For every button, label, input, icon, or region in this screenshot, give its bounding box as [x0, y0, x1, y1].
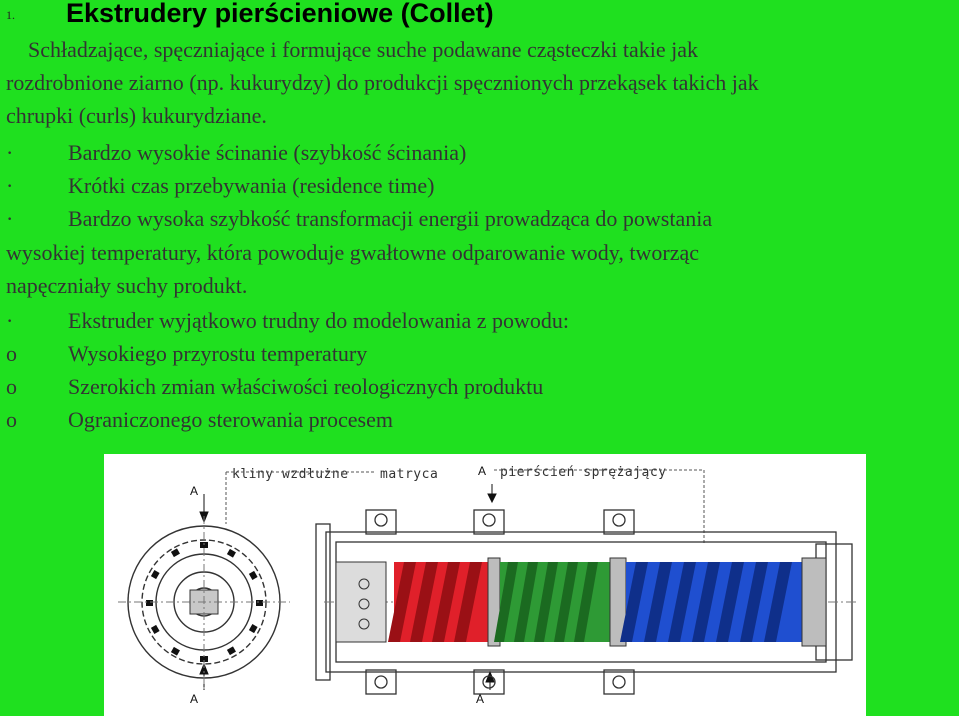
- bullet-text-shear: Bardzo wysokie ścinanie (szybkość ścinan…: [68, 140, 467, 165]
- bullet-marker: ·: [6, 206, 14, 231]
- section-marker-a: A: [478, 464, 487, 478]
- bullet-marker: ·: [6, 140, 14, 165]
- extruder-diagram: kliny wzdłużne matryca pierścień sprężaj…: [104, 454, 866, 716]
- bullet-text-residence: Krótki czas przebywania (residence time): [68, 173, 435, 198]
- section-marker-a: A: [476, 692, 485, 706]
- bullet-text-energy: Bardzo wysoka szybkość transformacji ene…: [68, 206, 713, 231]
- subitem-text-rheology: Szerokich zmian właściwości reologicznyc…: [68, 374, 544, 399]
- bullet-marker: ·: [6, 308, 14, 333]
- section-marker-a: A: [190, 692, 199, 706]
- screw-section-blue: [620, 562, 802, 642]
- subitem-marker: o: [6, 341, 17, 366]
- continuation-line-2: napęczniały suchy produkt.: [6, 273, 248, 298]
- continuation-line-1: wysokiej temperatury, która powoduje gwa…: [6, 240, 699, 265]
- item-number: 1.: [6, 8, 15, 22]
- label-ring: pierścień sprężający: [500, 465, 667, 480]
- intro-line-1: Schładzające, spęczniające i formujące s…: [28, 37, 699, 62]
- bullet-text-modeling: Ekstruder wyjątkowo trudny do modelowani…: [68, 308, 570, 333]
- subitem-text-temperature: Wysokiego przyrostu temperatury: [68, 341, 368, 366]
- label-die: matryca: [380, 467, 439, 482]
- label-wedges: kliny wzdłużne: [232, 467, 349, 482]
- section-marker-a: A: [190, 484, 199, 498]
- subitem-text-control: Ograniczonego sterowania procesem: [68, 407, 393, 432]
- bullet-marker: ·: [6, 173, 14, 198]
- subitem-marker: o: [6, 374, 17, 399]
- screw-section-green: [494, 562, 610, 642]
- slide-title: Ekstrudery pierścieniowe (Collet): [66, 0, 494, 28]
- intro-line-2: rozdrobnione ziarno (np. kukurydzy) do p…: [6, 70, 759, 95]
- screw-section-red: [388, 562, 488, 642]
- extruder-drawing: [118, 469, 859, 695]
- intro-line-3: chrupki (curls) kukurydziane.: [6, 103, 267, 128]
- subitem-marker: o: [6, 407, 17, 432]
